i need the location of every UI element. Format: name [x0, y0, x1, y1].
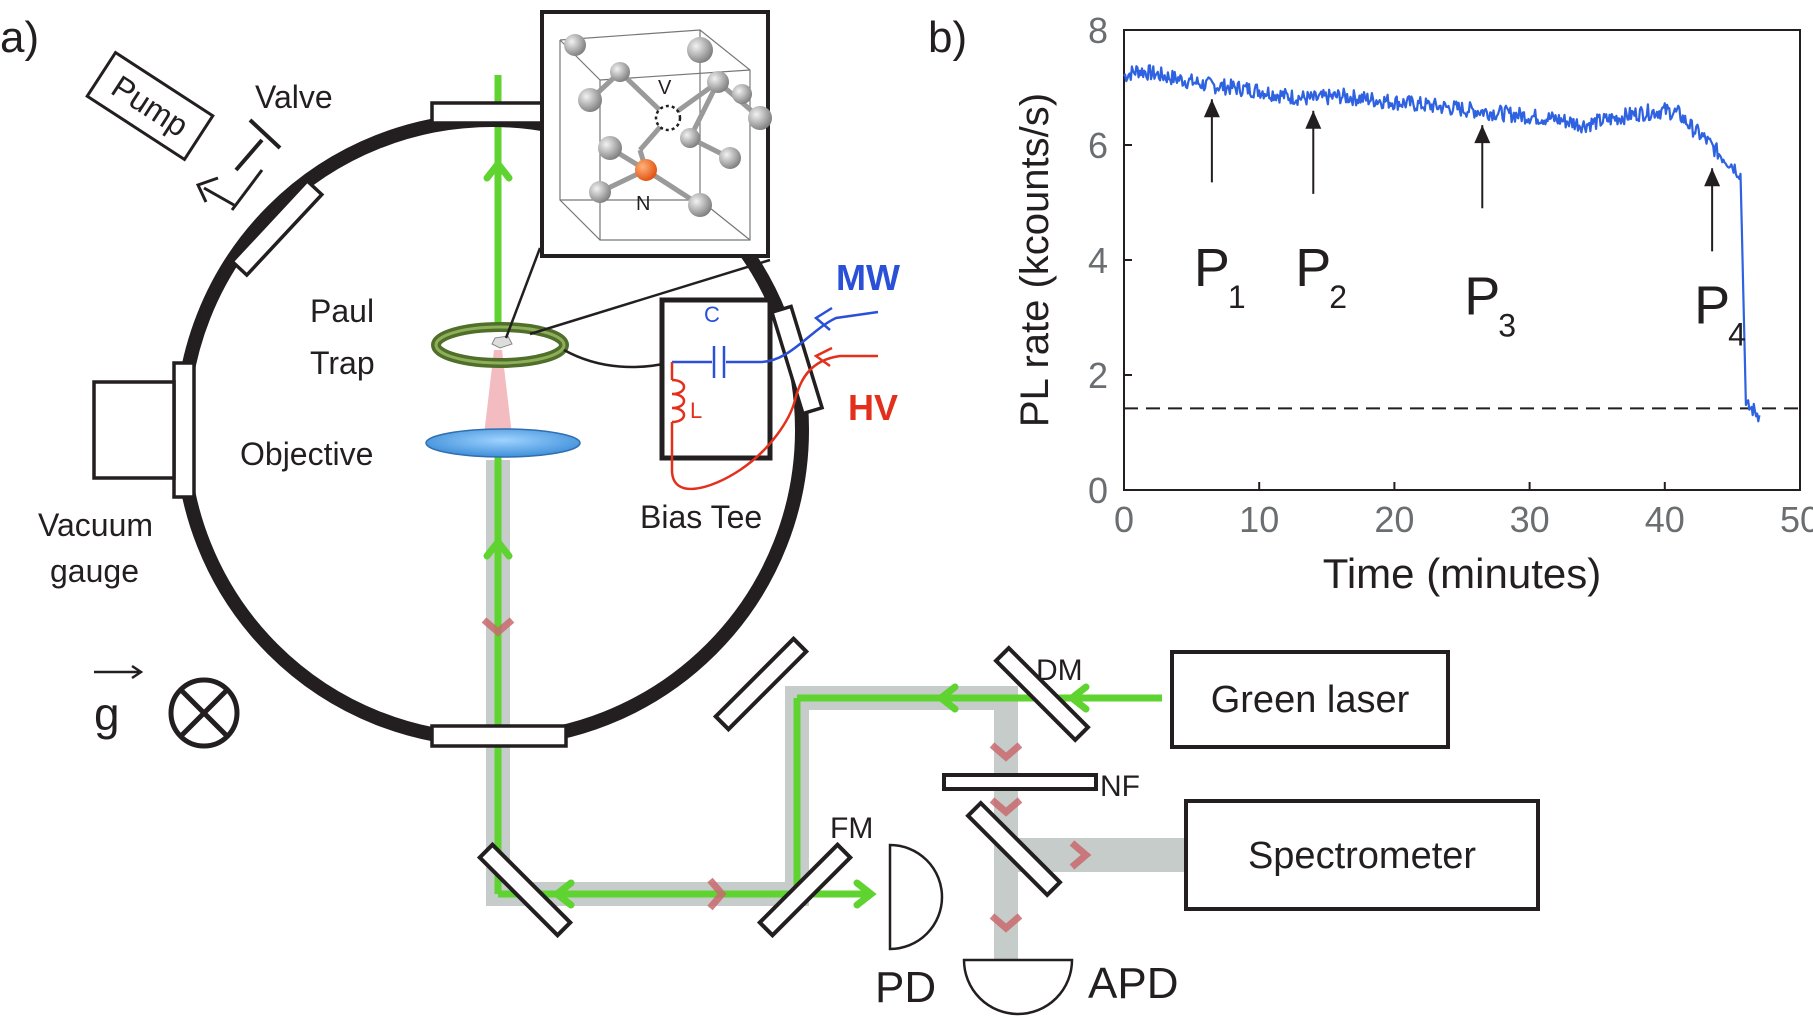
- zoom-line-2: [529, 258, 771, 336]
- capacitor-label: C: [704, 302, 720, 327]
- apd-label: APD: [1088, 959, 1178, 1008]
- vacuum-gauge-label-1: Vacuum: [38, 507, 153, 543]
- bias-tee-box: [659, 297, 773, 461]
- trap-wire: [563, 348, 673, 369]
- dm-label: DM: [1036, 654, 1083, 687]
- inductor-icon: [671, 378, 686, 424]
- pl-rate-chart: b) 0 10 20 30 40 50 0 2 4 6 8 Time (minutes) PL r…: [928, 10, 1813, 597]
- x-axis-label: Time (minutes): [1323, 550, 1601, 597]
- green-laser-label: Green laser: [1211, 679, 1410, 721]
- optical-elements: [476, 635, 1098, 939]
- valve-label: Valve: [255, 79, 333, 115]
- photodiode-icon: [888, 843, 944, 951]
- y-tick-label: 4: [1088, 240, 1108, 281]
- spectrometer-box: [1184, 799, 1540, 911]
- marker-arrowhead: [1203, 99, 1220, 118]
- valve-stem: [234, 138, 264, 172]
- marker-label: P: [1464, 267, 1500, 327]
- nitrogen-atom-icon: [635, 159, 657, 181]
- vacancy-icon: [654, 104, 682, 132]
- bias-tee: C L Bias Tee: [640, 297, 879, 535]
- pump-arrow: [195, 176, 219, 203]
- mw-arrow: [813, 306, 833, 331]
- fluorescence-markers: [481, 617, 1092, 933]
- hv-label: HV: [848, 387, 898, 428]
- mw-wire: [726, 310, 879, 364]
- nitrogen-label: N: [636, 193, 650, 215]
- x-tick-label: 20: [1374, 499, 1414, 540]
- y-axis-ticks: 0 2 4 6 8: [1088, 10, 1132, 511]
- vacancy-label: V: [658, 77, 672, 99]
- inductor-label: L: [690, 398, 702, 423]
- x-tick-label: 40: [1645, 499, 1685, 540]
- setup-diagram: a): [0, 10, 1540, 1016]
- laser-arrowheads: [483, 158, 1090, 909]
- bias-tee-label: Bias Tee: [640, 499, 762, 535]
- y-tick-label: 8: [1088, 10, 1108, 51]
- mirror-bottom-left: [476, 841, 574, 939]
- x-tick-label: 50: [1780, 499, 1813, 540]
- gravity-indicator: g: [94, 664, 240, 749]
- y-axis-label: PL rate (kcounts/s): [1013, 93, 1057, 427]
- y-tick-label: 6: [1088, 125, 1108, 166]
- marker-arrowhead: [1305, 110, 1322, 129]
- valve-handle: [248, 118, 282, 150]
- mw-label: MW: [836, 257, 900, 298]
- vacuum-gauge: Vacuum gauge: [38, 380, 176, 589]
- hv-wire: [670, 354, 878, 491]
- nanodiamond-icon: [491, 335, 513, 349]
- dichroic-mirror: [993, 645, 1091, 743]
- pump-line: [230, 169, 264, 211]
- green-laser-box: [1170, 650, 1450, 749]
- marker-subscript: 3: [1498, 308, 1516, 344]
- nv-center-inset: V N: [540, 10, 772, 258]
- vacuum-gauge-label-2: gauge: [50, 553, 139, 589]
- x-tick-label: 10: [1239, 499, 1279, 540]
- marker-label: P: [1295, 238, 1331, 298]
- pd-label: PD: [875, 963, 936, 1012]
- gravity-label: g: [94, 688, 120, 740]
- paul-trap-label-1: Paul: [310, 293, 374, 329]
- spectrometer-label: Spectrometer: [1248, 835, 1476, 877]
- fluorescence-cone: [484, 350, 512, 435]
- marker-label: P: [1694, 275, 1730, 335]
- x-tick-label: 30: [1510, 499, 1550, 540]
- x-tick-label: 0: [1114, 499, 1134, 540]
- pl-series: [1123, 64, 1761, 423]
- carbon-atoms: [564, 34, 772, 217]
- objective-label: Objective: [240, 436, 373, 472]
- into-page-icon: [168, 677, 240, 749]
- panel-a-label: a): [0, 13, 39, 62]
- objective-lens: [425, 428, 581, 458]
- pl-series-line: [1123, 64, 1761, 423]
- notch-filter: [942, 773, 1098, 791]
- flip-mirror: [756, 841, 854, 939]
- marker-subscript: 4: [1728, 316, 1746, 352]
- marker-arrowhead: [1704, 168, 1721, 187]
- panel-b-label: b): [928, 13, 967, 62]
- marker-label: P: [1194, 238, 1230, 298]
- y-tick-label: 0: [1088, 470, 1108, 511]
- mirror-top: [712, 635, 810, 733]
- chamber-windows: [172, 101, 825, 748]
- zoom-line-1: [504, 247, 542, 339]
- mirror-spectrometer: [965, 800, 1063, 898]
- nf-label: NF: [1100, 770, 1140, 803]
- marker-subscript: 1: [1228, 279, 1246, 315]
- x-axis-ticks: 0 10 20 30 40 50: [1114, 482, 1813, 540]
- marker-arrowhead: [1474, 125, 1491, 144]
- apd-icon: [962, 958, 1074, 1016]
- fm-label: FM: [830, 812, 873, 845]
- vacuum-gauge-box: [92, 380, 176, 480]
- paul-trap-label-2: Trap: [310, 345, 375, 381]
- y-tick-label: 2: [1088, 355, 1108, 396]
- pump-box: [85, 50, 215, 162]
- marker-subscript: 2: [1329, 279, 1347, 315]
- hv-arrow: [813, 346, 833, 368]
